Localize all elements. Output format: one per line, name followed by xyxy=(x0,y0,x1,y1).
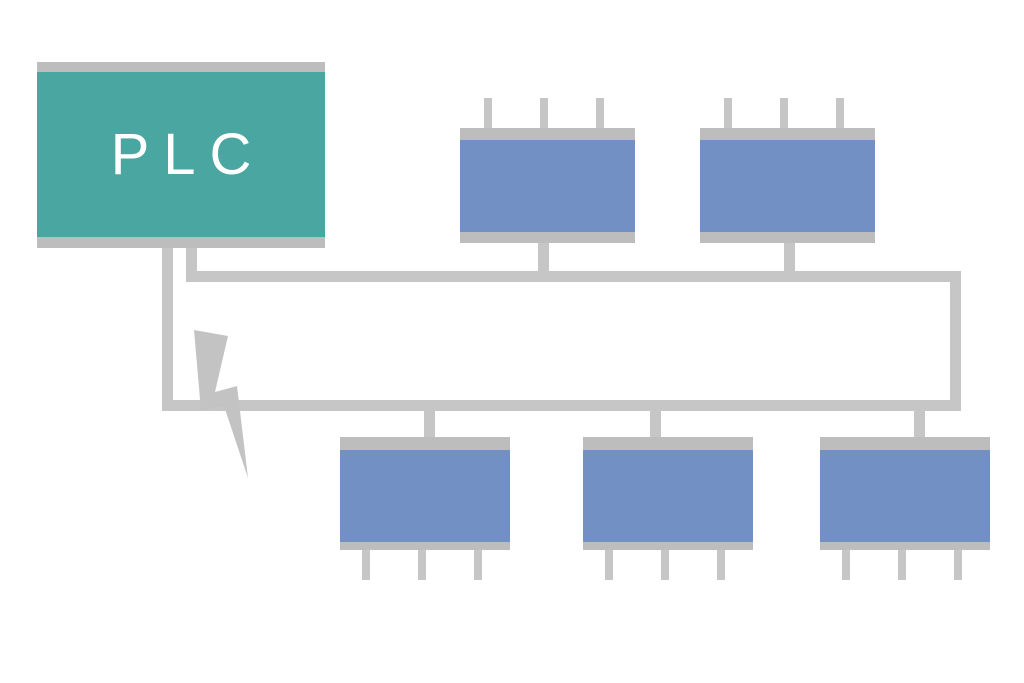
module-cap xyxy=(340,437,510,450)
io-module-bottom-1 xyxy=(340,437,510,580)
wire-plc-to-bottom-bus xyxy=(162,248,173,411)
connector-pin xyxy=(661,550,669,580)
wire-bottom-bus xyxy=(162,400,961,411)
connector-pin xyxy=(605,550,613,580)
module-cap xyxy=(460,128,635,140)
wire-stub-module-bottom-2 xyxy=(650,400,661,437)
io-module-top-1 xyxy=(460,98,635,243)
connector-pin xyxy=(596,98,604,128)
module-body xyxy=(460,140,635,232)
connector-pin xyxy=(418,550,426,580)
lightning-bolt-icon xyxy=(194,330,248,478)
plc-bottom-cap xyxy=(37,237,325,248)
module-cap xyxy=(820,437,990,450)
connector-pin xyxy=(474,550,482,580)
connector-pin xyxy=(362,550,370,580)
module-body xyxy=(583,450,753,542)
module-strip xyxy=(340,542,510,550)
module-cap xyxy=(700,128,875,140)
io-module-bottom-2 xyxy=(583,437,753,580)
wire-stub-module-bottom-1 xyxy=(424,400,435,437)
connector-pin xyxy=(724,98,732,128)
connector-pin xyxy=(540,98,548,128)
wire-right-riser xyxy=(950,271,961,411)
module-body xyxy=(820,450,990,542)
module-strip xyxy=(700,232,875,243)
connector-pin xyxy=(898,550,906,580)
plc-body: PLC xyxy=(37,72,325,237)
wire-stub-module-top-2 xyxy=(784,243,795,282)
connector-pin xyxy=(842,550,850,580)
plc-label: PLC xyxy=(110,121,266,187)
wire-top-bus xyxy=(186,271,961,282)
connector-pin xyxy=(484,98,492,128)
wire-stub-module-bottom-3 xyxy=(914,400,925,437)
wire-stub-module-top-1 xyxy=(538,243,549,282)
io-module-bottom-3 xyxy=(820,437,990,580)
module-strip xyxy=(820,542,990,550)
connector-pin xyxy=(954,550,962,580)
module-body xyxy=(340,450,510,542)
module-body xyxy=(700,140,875,232)
wire-plc-to-top-bus xyxy=(186,248,197,282)
plc-top-cap xyxy=(37,62,325,72)
connector-pin xyxy=(780,98,788,128)
module-cap xyxy=(583,437,753,450)
connector-pin xyxy=(836,98,844,128)
io-module-top-2 xyxy=(700,98,875,243)
connector-pin xyxy=(717,550,725,580)
plc-controller: PLC xyxy=(37,62,325,248)
module-strip xyxy=(460,232,635,243)
module-strip xyxy=(583,542,753,550)
